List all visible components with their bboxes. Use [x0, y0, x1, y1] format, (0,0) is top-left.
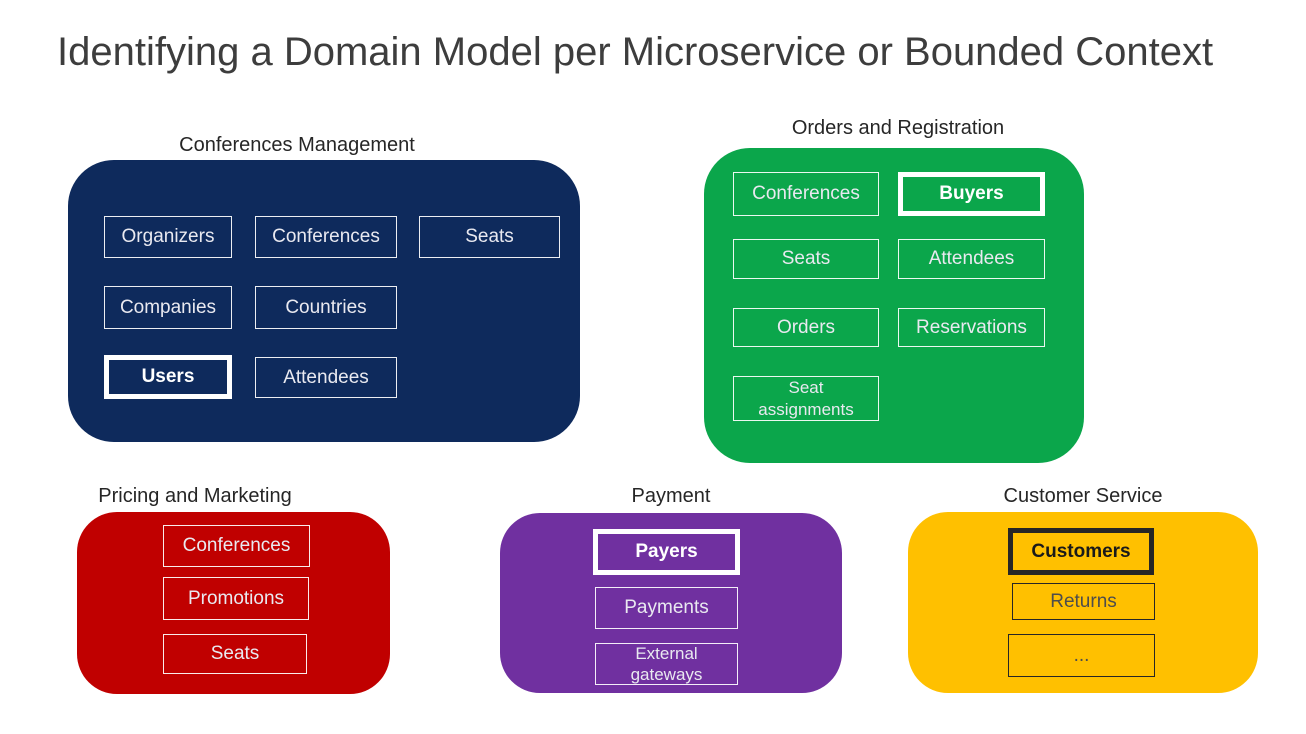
entity-conferences: Conferences	[255, 216, 397, 258]
context-label-payment: Payment	[631, 485, 711, 507]
context-box-payment: Payers Payments External gateways	[500, 513, 842, 693]
entity-payments: Payments	[595, 587, 738, 629]
entity-reservations: Reservations	[898, 308, 1045, 347]
context-box-orders-and-registration: Conferences Buyers Seats Attendees Order…	[704, 148, 1084, 463]
context-label-orders-and-registration: Orders and Registration	[791, 117, 1005, 139]
entity-organizers: Organizers	[104, 216, 232, 258]
entity-returns: Returns	[1012, 583, 1155, 620]
entity-conferences: Conferences	[163, 525, 310, 567]
entity-external-gateways: External gateways	[595, 643, 738, 685]
entity-attendees: Attendees	[898, 239, 1045, 279]
entity-countries: Countries	[255, 286, 397, 329]
context-label-pricing-and-marketing: Pricing and Marketing	[98, 485, 292, 507]
entity-payers: Payers	[593, 529, 740, 575]
context-box-customer-service: Customers Returns ...	[908, 512, 1258, 693]
context-box-pricing-and-marketing: Conferences Promotions Seats	[77, 512, 390, 694]
entity-conferences: Conferences	[733, 172, 879, 216]
entity-promotions: Promotions	[163, 577, 309, 620]
entity-attendees: Attendees	[255, 357, 397, 398]
entity-ellipsis: ...	[1008, 634, 1155, 677]
context-box-conferences-management: Organizers Conferences Seats Companies C…	[68, 160, 580, 442]
entity-seats: Seats	[419, 216, 560, 258]
context-label-conferences-management: Conferences Management	[179, 134, 415, 156]
entity-seats: Seats	[733, 239, 879, 279]
entity-seat-assignments: Seat assignments	[733, 376, 879, 421]
entity-orders: Orders	[733, 308, 879, 347]
entity-seats: Seats	[163, 634, 307, 674]
entity-companies: Companies	[104, 286, 232, 329]
entity-customers: Customers	[1008, 528, 1154, 575]
entity-users: Users	[104, 355, 232, 399]
page-title: Identifying a Domain Model per Microserv…	[57, 30, 1214, 74]
context-label-customer-service: Customer Service	[1003, 485, 1163, 507]
entity-buyers: Buyers	[898, 172, 1045, 216]
